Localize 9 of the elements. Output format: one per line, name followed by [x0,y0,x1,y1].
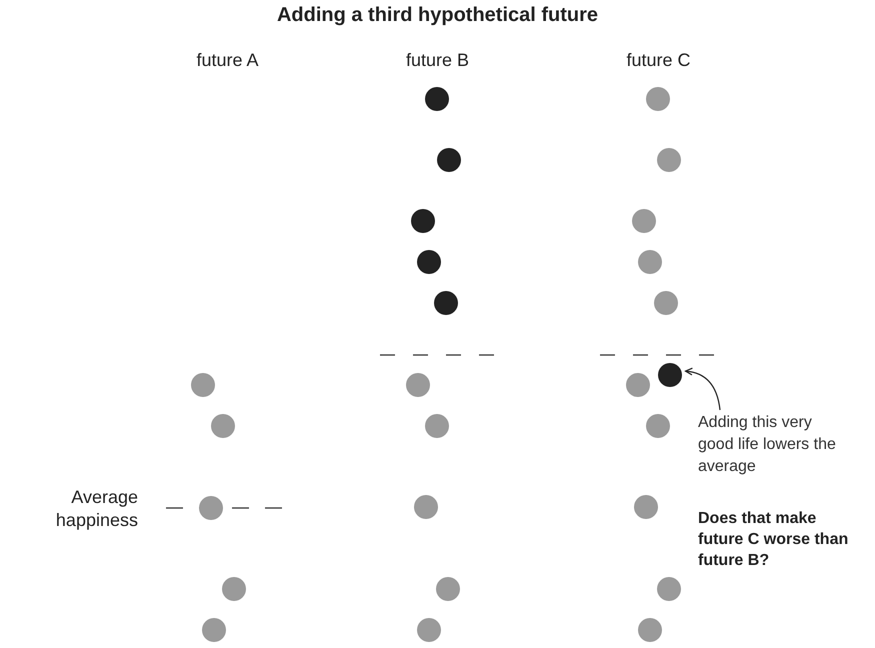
axis-label: Average happiness [54,486,138,532]
column-heading: future A [195,49,260,72]
column-heading: future C [625,49,692,72]
dot [658,363,682,387]
leader-arrow [684,368,721,410]
question-text: Does that make future C worse than future B? [698,509,850,571]
title: Adding a third hypothetical future [276,4,600,27]
annotation-text: Adding this very good life lowers the average [698,412,848,478]
column-heading: future B [404,49,470,72]
